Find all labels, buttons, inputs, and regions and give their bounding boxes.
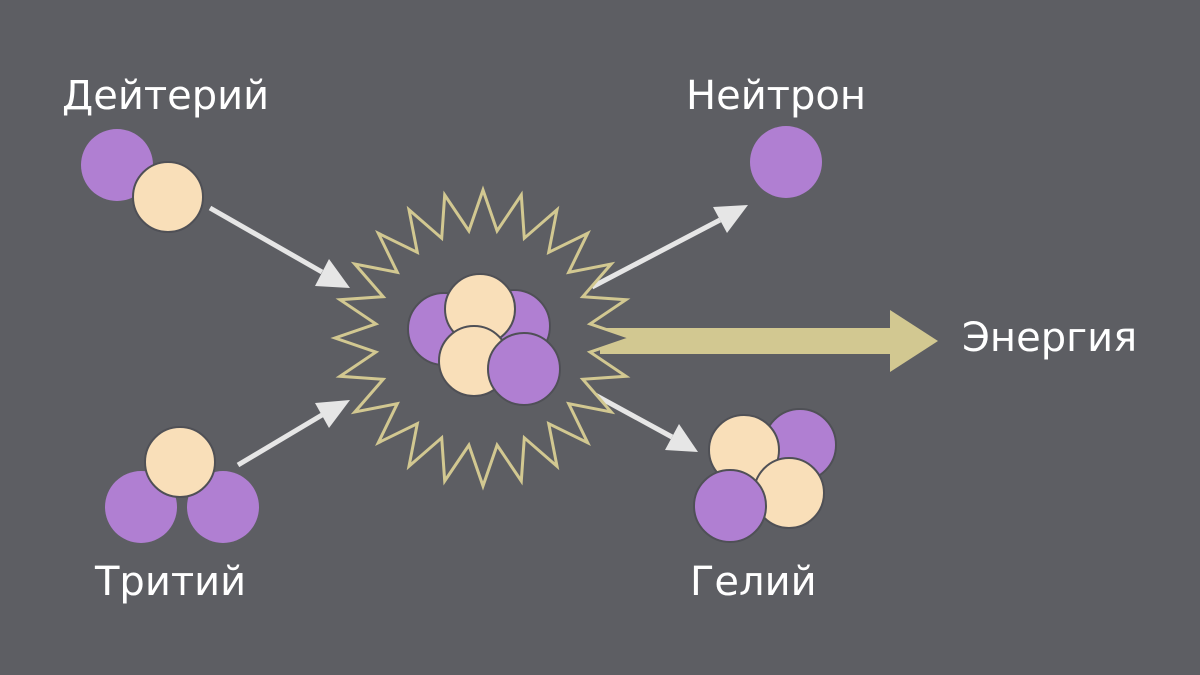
energy-label: Энергия bbox=[962, 315, 1138, 361]
neutron-particle bbox=[187, 471, 259, 543]
proton-particle bbox=[132, 161, 204, 233]
tritium-nucleus bbox=[105, 426, 259, 543]
neutron-particle bbox=[487, 332, 561, 406]
tritium-label: Тритий bbox=[95, 559, 247, 605]
deuterium-nucleus bbox=[81, 129, 204, 233]
deuterium-label: Дейтерий bbox=[62, 73, 270, 119]
helium-nucleus bbox=[693, 408, 837, 543]
helium-label: Гелий bbox=[690, 559, 817, 605]
neutron-output bbox=[750, 126, 822, 198]
arrow-tritium-to-center bbox=[236, 400, 350, 468]
arrows bbox=[208, 205, 748, 468]
neutron-particle bbox=[750, 126, 822, 198]
fused-nucleus bbox=[407, 273, 561, 406]
proton-particle bbox=[144, 426, 216, 498]
arrow-center-to-neutron bbox=[590, 205, 748, 290]
neutron-particle bbox=[693, 469, 767, 543]
arrow-deuterium-to-center bbox=[208, 205, 350, 288]
neutron-label: Нейтрон bbox=[686, 73, 866, 119]
energy-arrow bbox=[600, 310, 938, 372]
arrow-center-to-helium bbox=[593, 392, 698, 452]
